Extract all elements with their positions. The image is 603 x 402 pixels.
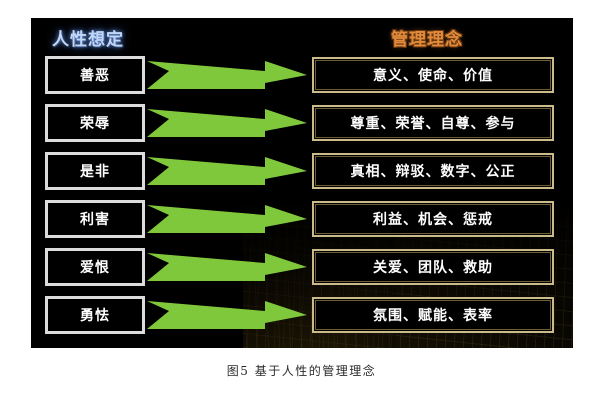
management-concept-label: 尊重、荣誉、自尊、参与	[350, 116, 516, 132]
green-right-arrow-icon	[147, 251, 307, 283]
human-nature-box[interactable]: 利害	[45, 200, 145, 238]
mapping-row: 善恶 意义、使命、价值	[31, 56, 573, 96]
management-concept-box[interactable]: 关爱、团队、救助	[312, 249, 554, 285]
green-right-arrow-icon	[147, 59, 307, 91]
management-concept-label: 关爱、团队、救助	[373, 260, 493, 276]
management-concept-label: 利益、机会、惩戒	[373, 212, 493, 228]
human-nature-label: 是非	[80, 164, 110, 180]
green-right-arrow-icon	[147, 299, 307, 331]
management-concept-box[interactable]: 利益、机会、惩戒	[312, 201, 554, 237]
management-concept-box[interactable]: 尊重、荣誉、自尊、参与	[312, 105, 554, 141]
green-right-arrow-icon	[147, 107, 307, 139]
human-nature-box[interactable]: 是非	[45, 152, 145, 190]
mapping-row: 勇怯 氛围、赋能、表率	[31, 296, 573, 336]
human-nature-label: 荣辱	[80, 116, 110, 132]
human-nature-box[interactable]: 荣辱	[45, 104, 145, 142]
management-concept-box[interactable]: 氛围、赋能、表率	[312, 297, 554, 333]
management-concept-box[interactable]: 真相、辩驳、数字、公正	[312, 153, 554, 189]
human-nature-label: 爱恨	[80, 260, 110, 276]
mapping-row: 是非 真相、辩驳、数字、公正	[31, 152, 573, 192]
mapping-row: 荣辱 尊重、荣誉、自尊、参与	[31, 104, 573, 144]
column-header-right: 管理理念	[391, 30, 463, 50]
human-nature-label: 善恶	[80, 68, 110, 84]
green-right-arrow-icon	[147, 203, 307, 235]
human-nature-box[interactable]: 勇怯	[45, 296, 145, 334]
human-nature-label: 利害	[80, 212, 110, 228]
green-right-arrow-icon	[147, 155, 307, 187]
human-nature-label: 勇怯	[80, 308, 110, 324]
management-concept-label: 意义、使命、价值	[373, 68, 493, 84]
column-header-left: 人性想定	[52, 30, 124, 50]
management-concept-label: 真相、辩驳、数字、公正	[350, 164, 516, 180]
human-nature-box[interactable]: 爱恨	[45, 248, 145, 286]
figure-caption: 图5 基于人性的管理理念	[226, 364, 377, 378]
figure-panel: 人性想定 管理理念 善恶 意义、使命、价值 荣辱 尊重、荣誉、自尊、参与	[31, 18, 573, 348]
human-nature-box[interactable]: 善恶	[45, 56, 145, 94]
management-concept-box[interactable]: 意义、使命、价值	[312, 57, 554, 93]
mapping-row: 爱恨 关爱、团队、救助	[31, 248, 573, 288]
management-concept-label: 氛围、赋能、表率	[373, 308, 493, 324]
mapping-row: 利害 利益、机会、惩戒	[31, 200, 573, 240]
